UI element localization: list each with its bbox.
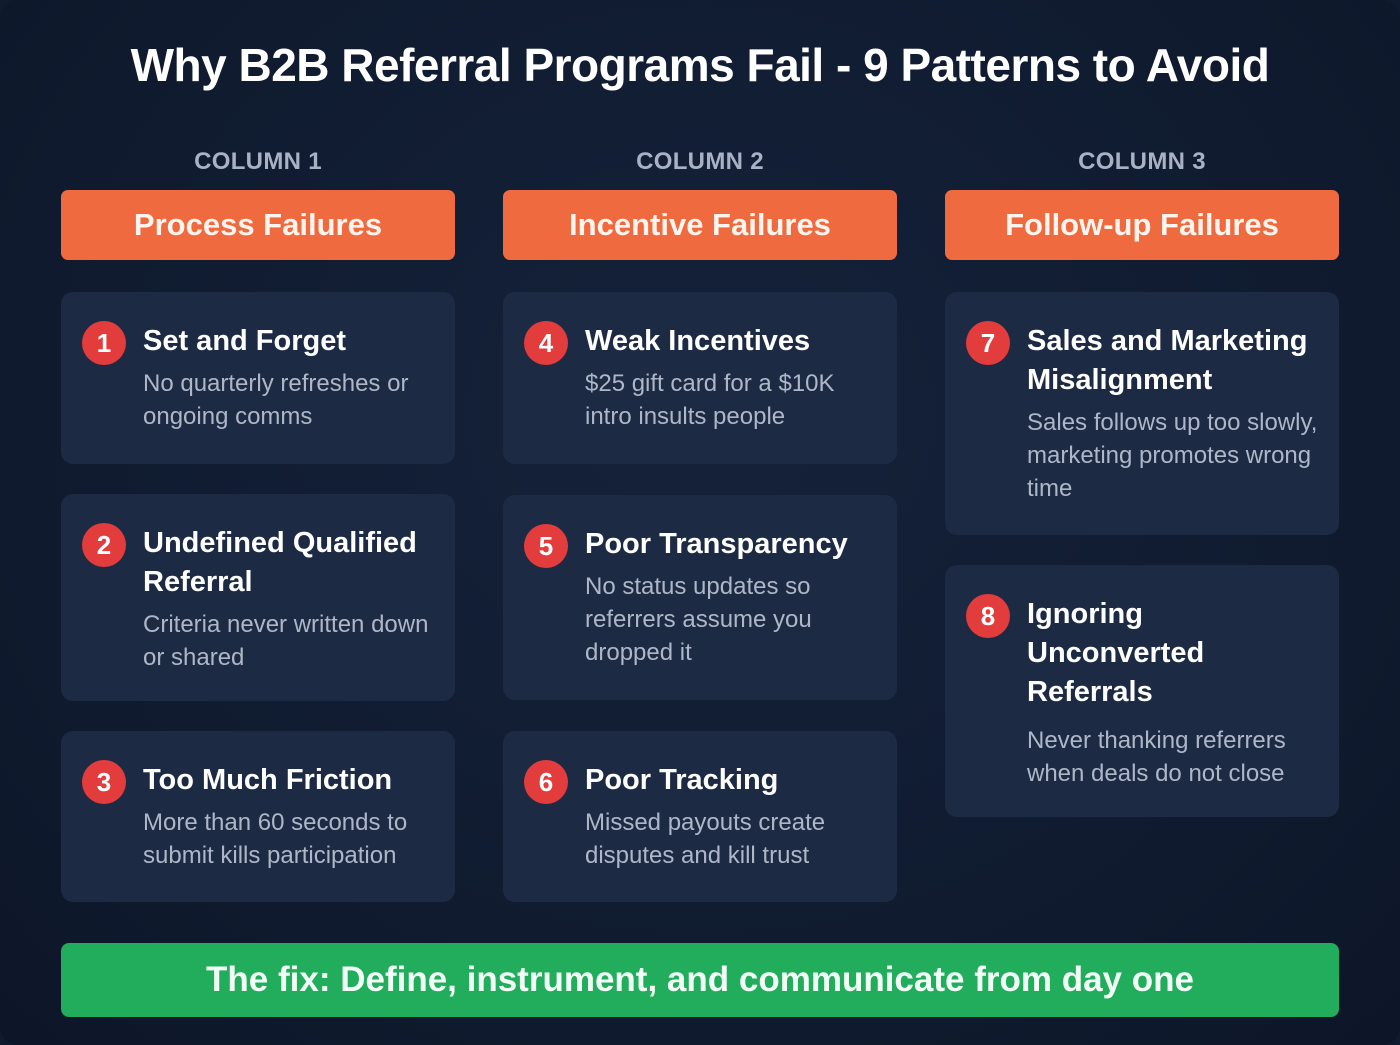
page-title: Why B2B Referral Programs Fail - 9 Patte… bbox=[130, 39, 1270, 91]
number-badge: 8 bbox=[966, 594, 1010, 638]
failure-card-4: 4 Weak Incentives $25 gift card for a $1… bbox=[503, 292, 897, 464]
failure-card-2: 2 Undefined Qualified Referral Criteria … bbox=[61, 494, 455, 701]
number-badge: 5 bbox=[524, 524, 568, 568]
card-title: Poor Transparency bbox=[585, 528, 848, 560]
column-label: COLUMN 3 bbox=[1078, 148, 1206, 175]
failure-card-6: 6 Poor Tracking Missed payouts create di… bbox=[503, 731, 897, 902]
column-header: Process Failures bbox=[61, 190, 455, 260]
card-description: Sales follows up too slowly, marketing p… bbox=[1027, 409, 1318, 502]
number-badge: 7 bbox=[966, 321, 1010, 365]
number-badge: 6 bbox=[524, 760, 568, 804]
card-title: Set and Forget bbox=[143, 325, 347, 357]
card-description: No quarterly refreshes or ongoing comms bbox=[143, 370, 409, 430]
column-header: Follow-up Failures bbox=[945, 190, 1339, 260]
number-badge: 1 bbox=[82, 321, 126, 365]
card-description: Missed payouts create disputes and kill … bbox=[585, 809, 826, 869]
card-title: Poor Tracking bbox=[585, 764, 779, 796]
card-description: $25 gift card for a $10K intro insults p… bbox=[585, 370, 835, 430]
failure-card-3: 3 Too Much Friction More than 60 seconds… bbox=[61, 731, 455, 902]
card-description: More than 60 seconds to submit kills par… bbox=[143, 809, 408, 869]
card-title: Sales and Marketing Misalignment bbox=[1027, 325, 1308, 396]
column-header: Incentive Failures bbox=[503, 190, 897, 260]
card-title: Ignoring Unconverted Referrals bbox=[1027, 598, 1205, 708]
failure-card-8: 8 Ignoring Unconverted Referrals Never t… bbox=[945, 565, 1339, 817]
failure-card-5: 5 Poor Transparency No status updates so… bbox=[503, 495, 897, 700]
fix-banner: The fix: Define, instrument, and communi… bbox=[61, 943, 1339, 1017]
column-label: COLUMN 2 bbox=[636, 148, 764, 175]
failure-card-1: 1 Set and Forget No quarterly refreshes … bbox=[61, 292, 455, 464]
card-description: No status updates so referrers assume yo… bbox=[585, 573, 812, 666]
number-badge: 4 bbox=[524, 321, 568, 365]
column-label: COLUMN 1 bbox=[194, 148, 322, 175]
card-description: Criteria never written down or shared bbox=[143, 611, 429, 671]
card-title: Too Much Friction bbox=[143, 764, 393, 796]
number-badge: 3 bbox=[82, 760, 126, 804]
number-badge: 2 bbox=[82, 523, 126, 567]
failure-card-7: 7 Sales and Marketing Misalignment Sales… bbox=[945, 292, 1339, 535]
card-title: Weak Incentives bbox=[585, 325, 811, 357]
card-description: Never thanking referrers when deals do n… bbox=[1027, 727, 1286, 787]
card-title: Undefined Qualified Referral bbox=[143, 527, 417, 598]
